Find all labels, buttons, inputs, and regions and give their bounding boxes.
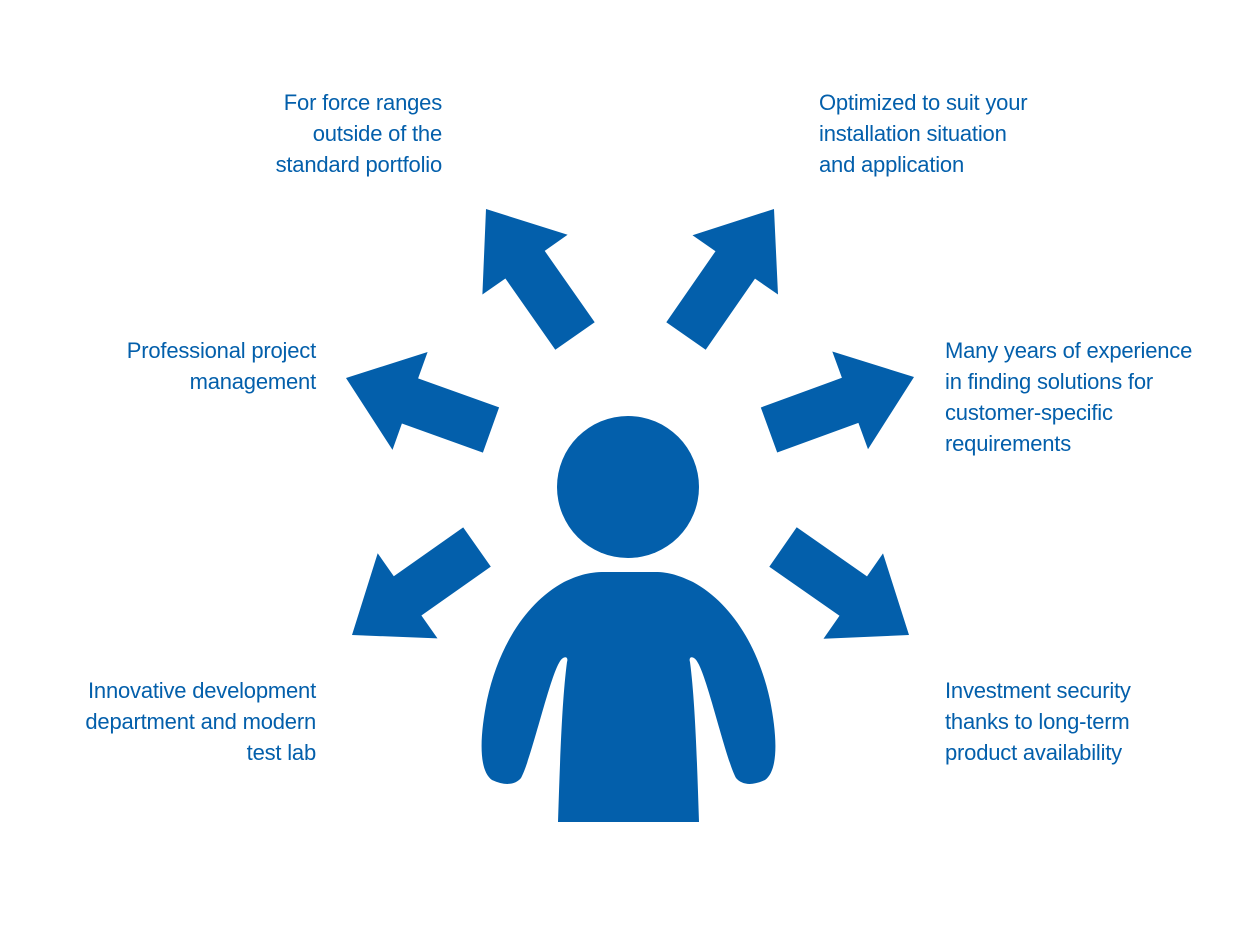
label-line: installation situation xyxy=(819,121,1007,146)
label-line: management xyxy=(189,369,317,394)
arrow-down-left xyxy=(352,527,491,639)
label-line: Innovative development xyxy=(88,678,316,703)
label-line: requirements xyxy=(945,431,1071,456)
label-line: For force ranges xyxy=(283,90,442,115)
person-icon xyxy=(481,416,776,822)
arrow-right xyxy=(760,351,914,453)
label-line: test lab xyxy=(246,740,317,765)
person-head xyxy=(557,416,699,558)
label-line: Investment security xyxy=(945,678,1131,703)
label-line: thanks to long-term xyxy=(945,709,1130,734)
label-line: in finding solutions for xyxy=(945,369,1153,394)
label-mid-left: Professional project management xyxy=(30,335,316,397)
label-line: and application xyxy=(819,152,965,177)
label-mid-right: Many years of experience in finding solu… xyxy=(945,335,1215,459)
arrows-group xyxy=(346,209,914,639)
arrow-up-left xyxy=(482,209,595,350)
person-body xyxy=(481,572,776,822)
label-line: Optimized to suit your xyxy=(819,90,1028,115)
label-line: outside of the xyxy=(312,121,442,146)
label-top-left: For force ranges outside of the standard… xyxy=(180,87,443,180)
label-top-right: Optimized to suit your installation situ… xyxy=(819,87,1119,180)
arrow-up-right xyxy=(666,209,778,350)
label-line: product availability xyxy=(945,740,1122,765)
label-bottom-left: Innovative development department and mo… xyxy=(20,675,316,768)
label-line: Professional project xyxy=(126,338,316,363)
label-line: standard portfolio xyxy=(275,152,443,177)
arrow-left xyxy=(346,352,500,453)
label-line: customer-specific xyxy=(945,400,1113,425)
arrow-down-right xyxy=(769,527,909,639)
label-line: department and modern xyxy=(85,709,316,734)
label-bottom-right: Investment security thanks to long-term … xyxy=(945,675,1215,768)
label-line: Many years of experience xyxy=(945,338,1193,363)
